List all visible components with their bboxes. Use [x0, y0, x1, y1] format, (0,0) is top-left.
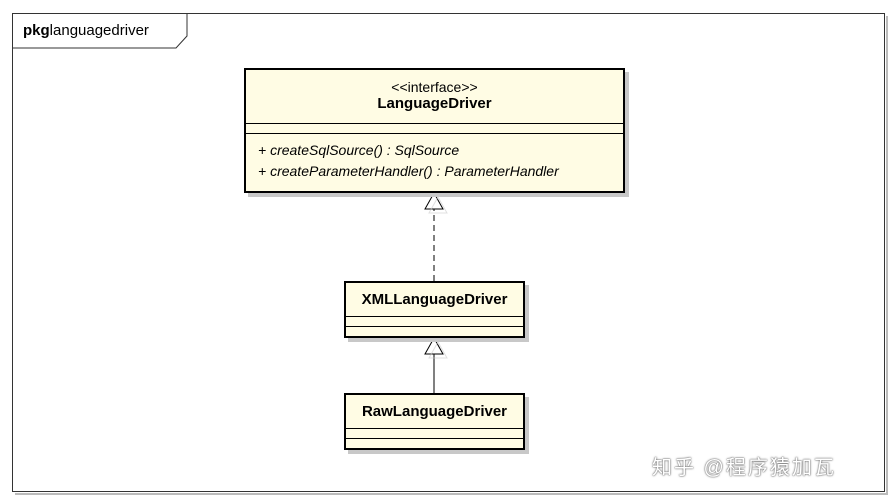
class-header: XMLLanguageDriver [346, 283, 523, 316]
package-frame-shadow [15, 16, 888, 495]
class-name: LanguageDriver [377, 95, 492, 112]
attributes-compartment [346, 316, 523, 326]
class-name: XMLLanguageDriver [361, 291, 508, 308]
class-name: RawLanguageDriver [361, 403, 508, 420]
package-label: pkglanguagedriver [23, 22, 149, 39]
attributes-compartment [346, 428, 523, 438]
operations-compartment: + createSqlSource() : SqlSource + create… [246, 133, 623, 182]
operations-compartment [346, 326, 523, 336]
operations-compartment [346, 438, 523, 448]
operation-create-sql-source: + createSqlSource() : SqlSource [258, 142, 460, 158]
class-header: RawLanguageDriver [346, 395, 523, 428]
package-frame [12, 13, 885, 492]
generalization-arrowhead [424, 336, 444, 355]
class-language-driver[interactable]: <<interface>> LanguageDriver + createSql… [244, 68, 625, 193]
attributes-compartment [246, 123, 623, 133]
operation-create-parameter-handler: + createParameterHandler() : ParameterHa… [258, 163, 559, 179]
realization-arrowhead [424, 191, 444, 210]
class-raw-language-driver[interactable]: RawLanguageDriver [344, 393, 525, 450]
class-header: <<interface>> LanguageDriver [246, 70, 623, 123]
class-xml-language-driver[interactable]: XMLLanguageDriver [344, 281, 525, 338]
watermark: 知乎 @程序猿加瓦 [652, 457, 836, 479]
package-tab: pkglanguagedriver [13, 14, 188, 49]
stereotype-label: <<interface>> [391, 79, 478, 95]
package-keyword: pkg [23, 22, 50, 39]
package-name: languagedriver [49, 22, 149, 39]
